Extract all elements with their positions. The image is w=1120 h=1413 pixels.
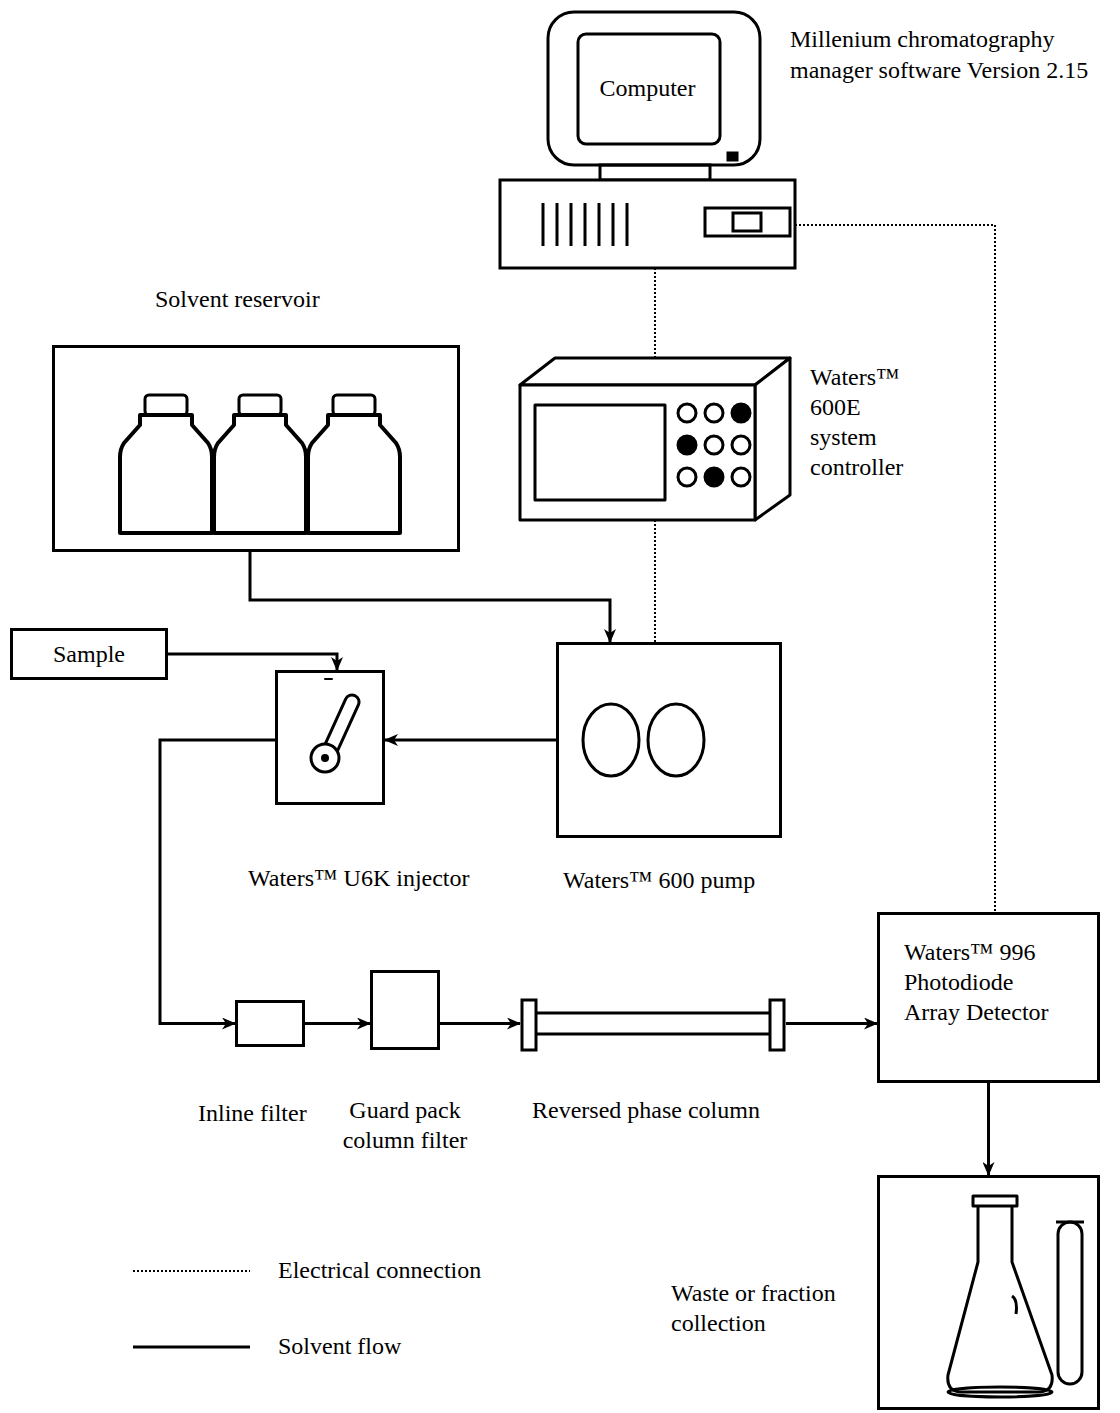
injector-handle <box>325 678 332 680</box>
system-controller: Waters™ 600E system controller <box>520 358 790 520</box>
node-label: Sample <box>13 639 165 669</box>
solvent-flow <box>440 1022 520 1025</box>
computer-monitor <box>600 165 710 180</box>
software-note: Millenium chromatography manager softwar… <box>790 24 1110 86</box>
computer-case <box>598 203 601 246</box>
bottles <box>120 395 212 533</box>
flask-and-tube <box>973 1196 1017 1206</box>
inline-filter: Inline filter <box>235 1000 305 1047</box>
photodiode-array-detector: Waters™ 996 Photodiode Array Detector <box>877 912 1100 1083</box>
controller-housing <box>678 404 696 422</box>
column-tube <box>536 1012 770 1015</box>
solvent-flow <box>250 552 610 642</box>
column-tube <box>770 1000 784 1050</box>
computer-case <box>584 203 587 246</box>
legend-text: Solvent flow <box>278 1331 401 1362</box>
electrical-connection <box>654 520 656 642</box>
reversed-phase-column: Reversed phase column <box>520 1000 786 1050</box>
node-label: Guard pack column filter <box>325 1095 485 1155</box>
controller-housing <box>705 468 723 486</box>
controller-housing <box>520 358 790 520</box>
computer-case <box>556 203 559 246</box>
controller-housing <box>520 385 755 520</box>
collection-box: Waste or fraction collection <box>877 1175 1100 1410</box>
computer-case <box>733 213 761 231</box>
solvent-flow <box>305 1022 370 1025</box>
guard-column: Guard pack column filter <box>370 970 440 1050</box>
computer-monitor <box>728 153 737 160</box>
computer-monitor <box>548 12 760 180</box>
injector-handle <box>321 754 329 762</box>
controller-housing <box>535 405 665 500</box>
computer-case <box>500 180 795 268</box>
pump-heads <box>583 704 704 776</box>
electrical-connection <box>795 225 995 912</box>
flask-and-tube <box>948 1196 1084 1397</box>
column-tube <box>536 1033 770 1036</box>
solvent-flow <box>786 1022 877 1025</box>
node-label: Reversed phase column <box>532 1095 760 1125</box>
controller-housing <box>705 436 723 454</box>
bottles <box>214 395 306 533</box>
computer: Computer <box>500 12 795 268</box>
pump-heads <box>583 704 639 776</box>
node-label: Waste or fraction collection <box>671 1278 871 1338</box>
computer-case <box>612 203 615 246</box>
pump-heads <box>648 704 704 776</box>
flask-and-tube <box>1012 1296 1017 1314</box>
legend-text: Electrical connection <box>278 1255 481 1286</box>
sample-box: Sample <box>10 628 168 680</box>
computer-case <box>705 208 790 236</box>
controller-housing <box>732 436 750 454</box>
node-label: Solvent reservoir <box>155 284 320 314</box>
bottles <box>120 395 400 533</box>
computer-case <box>542 203 545 246</box>
computer-case <box>500 180 795 268</box>
bottles <box>308 395 400 533</box>
controller-housing <box>755 358 790 520</box>
node-label: Waters™ 600E system controller <box>810 362 928 482</box>
controller-housing <box>520 358 790 385</box>
flask-and-tube <box>948 1387 1052 1397</box>
solvent-reservoir: Solvent reservoir <box>52 345 460 552</box>
column-tube <box>522 1000 536 1050</box>
legend-samples <box>133 1346 250 1349</box>
computer-case <box>570 203 573 246</box>
legend-samples <box>133 1271 250 1347</box>
solvent-flow <box>385 739 556 742</box>
electrical-connection <box>654 268 656 358</box>
controller-housing <box>732 404 750 422</box>
flask-and-tube <box>1058 1222 1082 1384</box>
node-label: Computer <box>580 73 715 103</box>
injector-handle <box>311 744 339 772</box>
node-label: Waters™ 996 Photodiode Array Detector <box>904 937 1062 1027</box>
node-label: Waters™ 600 pump <box>563 865 755 895</box>
computer-monitor <box>548 12 760 165</box>
solvent-flow <box>168 654 337 670</box>
legend-samples <box>133 1270 250 1272</box>
column-tube <box>522 1000 784 1050</box>
computer-monitor <box>578 34 720 144</box>
computer-case <box>626 203 629 246</box>
node-label: Waters™ U6K injector <box>248 863 470 893</box>
controller-housing <box>732 468 750 486</box>
solvent-flow <box>987 1083 990 1175</box>
injector-handle <box>311 679 352 772</box>
flask-and-tube <box>1056 1221 1084 1224</box>
pump: Waters™ 600 pump <box>556 642 782 838</box>
injector: Waters™ U6K injector <box>275 670 385 805</box>
controller-housing <box>678 436 696 454</box>
flask-and-tube <box>948 1206 1052 1392</box>
controller-housing <box>678 468 696 486</box>
node-label: Inline filter <box>198 1098 307 1128</box>
controller-housing <box>705 404 723 422</box>
